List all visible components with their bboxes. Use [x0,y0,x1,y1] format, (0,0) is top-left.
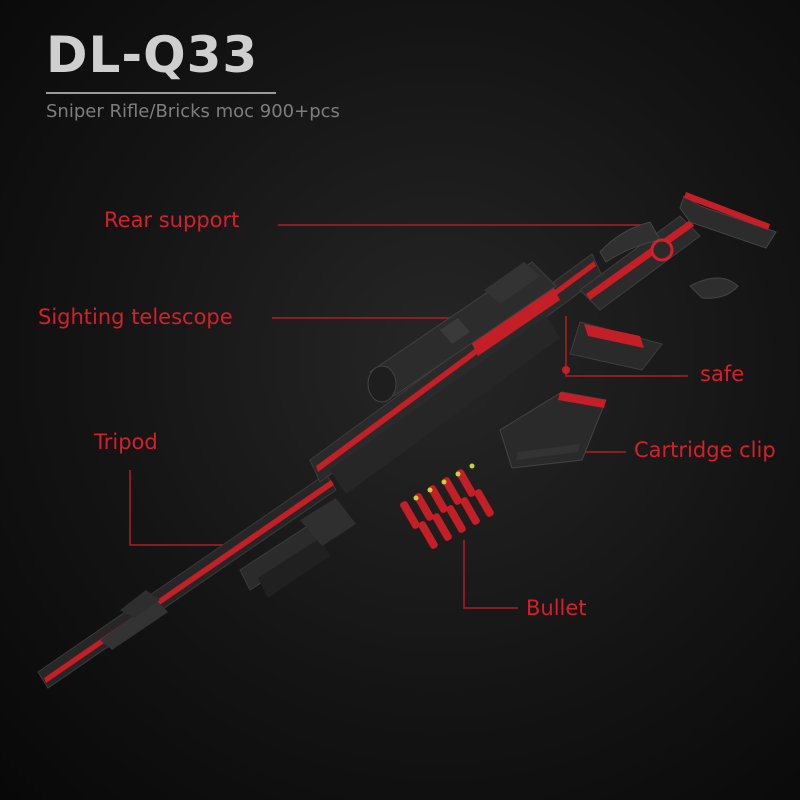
bullet-row-2 [418,489,494,549]
bullets [400,463,494,549]
rear-stock [579,192,777,311]
scope [367,261,557,403]
callout-tripod: Tripod [94,430,158,454]
callout-safe: safe [700,362,745,386]
pistol-grip [569,321,663,371]
callout-bullet: Bullet [526,596,587,620]
leader-line-safe [565,316,688,377]
leader-line-bullet [463,540,518,609]
product-title: DL-Q33 [46,26,259,84]
leader-line-tripod [129,470,256,546]
tripod [239,498,356,598]
callout-cartridge-clip: Cartridge clip [634,438,776,462]
callout-rear-support: Rear support [104,208,240,232]
callout-sighting-telescope: Sighting telescope [38,305,233,329]
rifle-body [309,253,603,494]
safe-marker [562,366,570,374]
product-subtitle: Sniper Rifle/Bricks moc 900+pcs [46,101,340,122]
cartridge-clip [499,391,607,469]
bullet-tips [413,463,475,501]
bullet-row-1 [400,469,476,529]
title-underline [46,92,276,94]
rifle-barrel [37,473,337,689]
